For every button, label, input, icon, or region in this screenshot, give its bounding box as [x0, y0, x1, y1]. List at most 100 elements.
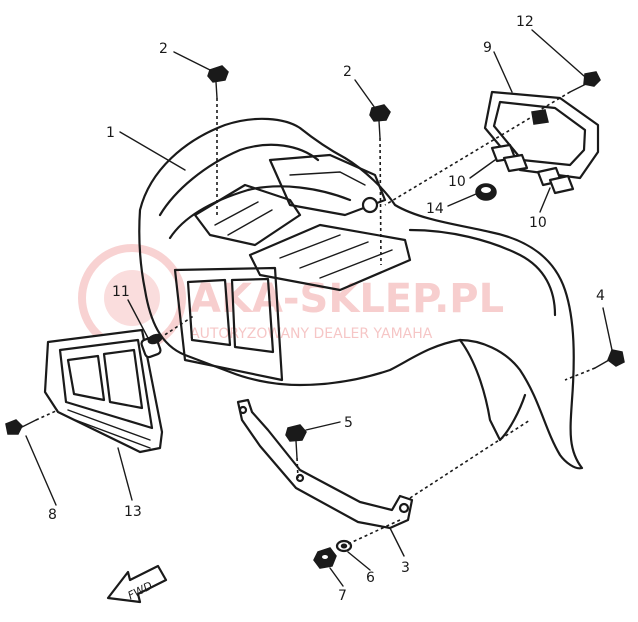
bracket-hole-end	[398, 502, 410, 514]
fender-front-lip	[173, 266, 284, 382]
fwd-arrow-icon	[106, 564, 168, 604]
label-part-8: 8	[48, 507, 57, 523]
label-part-13: 13	[124, 504, 142, 520]
watermark-brand: AKA-SKLEP.PL	[190, 276, 504, 322]
reflector-clip	[531, 109, 549, 125]
cover-lens-right	[102, 348, 144, 410]
clip-set-right	[536, 166, 575, 195]
label-part-3: 3	[401, 560, 410, 576]
rack-center	[248, 223, 412, 292]
cover-lens-left	[66, 354, 106, 402]
cover-lower-grille	[67, 409, 151, 441]
leader-13	[117, 447, 133, 501]
bolt-head	[583, 71, 601, 87]
leader-9	[493, 51, 513, 93]
nut-hole	[322, 555, 328, 559]
fender-inner-curve	[168, 185, 352, 240]
washer	[335, 539, 353, 553]
headlight-opening-right	[230, 277, 275, 354]
label-part-2-right: 2	[343, 64, 352, 80]
fender-outline	[138, 117, 584, 470]
part-labels: 1 2 2 3 4 5 6 7 8 9 10 10 11 12 13 14	[48, 14, 605, 604]
rack-center-slot-3	[319, 249, 393, 279]
front-direction-arrow: FWD	[106, 564, 168, 604]
label-part-10-right: 10	[529, 215, 547, 231]
headlight-opening-left	[186, 278, 232, 347]
rack-center-slot-2	[299, 241, 369, 269]
mount-neck-detail	[289, 171, 366, 186]
leader-2-right	[354, 79, 376, 109]
label-part-5: 5	[344, 415, 353, 431]
headlight-mount-neck	[268, 153, 387, 217]
clip-set-left	[490, 143, 529, 173]
bolt-2-left	[207, 65, 229, 99]
bolt-head	[207, 65, 229, 83]
clip-2	[502, 153, 529, 173]
nut	[313, 547, 337, 569]
rack-left-slot-1	[214, 201, 259, 226]
label-part-1: 1	[106, 125, 115, 141]
front-fender	[138, 117, 584, 470]
bolt-5	[285, 424, 307, 459]
cover-inner-rim	[58, 338, 154, 430]
bolt-shank	[19, 419, 37, 429]
reflector-inner	[492, 100, 587, 167]
rack-left	[193, 183, 302, 247]
label-part-10-left: 10	[448, 174, 466, 190]
bolt-head	[607, 349, 625, 367]
bracket-body	[236, 398, 414, 530]
line-collar	[159, 314, 196, 339]
leader-7	[329, 567, 344, 587]
line-bolt8	[35, 409, 59, 421]
leader-14	[447, 193, 477, 207]
bolt-8	[5, 419, 37, 435]
bolt-2-right	[369, 104, 391, 139]
fender-right-wing	[408, 228, 557, 317]
mount-bolt-hole	[361, 196, 379, 214]
label-part-9: 9	[483, 40, 492, 56]
grommet-hole	[481, 187, 491, 193]
cover-lower-grille-2	[69, 417, 151, 449]
leader-lines	[25, 29, 613, 587]
bolt-shank	[378, 120, 381, 139]
label-part-2-left: 2	[159, 41, 168, 57]
fender-top-ridge	[158, 143, 320, 217]
leader-8	[25, 435, 57, 506]
rack-center-slot-1	[279, 234, 341, 259]
label-part-7: 7	[338, 588, 347, 604]
label-part-12: 12	[516, 14, 534, 30]
watermark-logo-core	[104, 270, 160, 326]
leader-10-left	[469, 159, 496, 179]
bolt-shank	[594, 359, 610, 369]
bracket-hole-top	[238, 405, 248, 415]
bolt-4	[594, 349, 625, 369]
leader-2-left	[173, 51, 211, 71]
watermark: AKA-SKLEP.PL AUTORYZOWANY DEALER YAMAHA	[78, 244, 504, 352]
leader-4	[602, 307, 613, 351]
bracket	[236, 398, 414, 530]
label-part-14: 14	[426, 201, 444, 217]
rack-left-slot-2	[227, 209, 273, 236]
leader-6	[347, 551, 371, 571]
line-bracket-fender	[409, 419, 531, 499]
headlight-cover	[43, 328, 164, 454]
bolt-shank	[215, 81, 218, 99]
bolt-12	[569, 71, 601, 93]
washer-hole	[340, 543, 348, 549]
leader-12	[531, 29, 585, 77]
bolt-shank	[295, 440, 298, 459]
line-bolt4	[564, 367, 596, 381]
fender-splash-guard	[458, 338, 527, 442]
line-reflector-mount	[384, 111, 541, 206]
label-part-11: 11	[112, 284, 130, 300]
grommet	[475, 183, 497, 201]
assembly-lines	[35, 91, 596, 545]
leader-11	[127, 299, 149, 339]
bolt-head	[5, 419, 23, 435]
label-part-6: 6	[366, 570, 375, 586]
clip-4	[548, 174, 575, 195]
leader-3	[389, 527, 405, 557]
bolt-head	[285, 424, 307, 442]
